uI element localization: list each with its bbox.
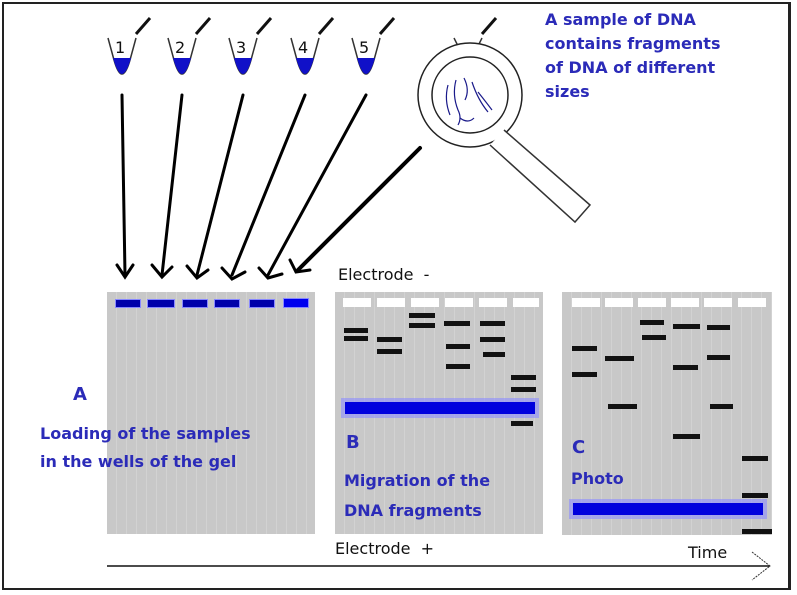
diagram-frame [2, 2, 791, 590]
dna-band [480, 321, 505, 326]
dna-band [605, 356, 634, 361]
dna-band [480, 337, 505, 342]
gel-texture [562, 292, 772, 535]
dna-band [742, 529, 772, 534]
tube-label-2: 2 [175, 38, 186, 57]
dna-band [640, 320, 664, 325]
tube-label-4: 4 [298, 38, 309, 57]
dna-band [673, 365, 698, 370]
dna-band [377, 349, 402, 354]
caption-line: A sample of DNA [545, 10, 696, 29]
dna-band [742, 493, 768, 498]
caption-line: of DNA of different [545, 58, 716, 77]
well [738, 298, 766, 307]
electrode-positive-label: Electrode + [335, 539, 435, 558]
caption-line: sizes [545, 82, 590, 101]
gel-panel-b [335, 292, 543, 534]
caption-line: in the wells of the gel [40, 452, 237, 471]
panel-a-letter: A [73, 384, 87, 405]
loaded-well [249, 299, 275, 308]
dna-band [511, 375, 536, 380]
tube-4 [290, 17, 335, 75]
dna-band [642, 335, 666, 340]
loaded-well [283, 298, 309, 308]
dna-band [707, 325, 730, 330]
dna-band [446, 364, 470, 369]
dna-band [344, 336, 368, 341]
tube-label-3: 3 [236, 38, 247, 57]
panel-b-caption: Migration of the DNA fragments [344, 466, 490, 526]
dna-band [446, 344, 470, 349]
dna-band [572, 346, 597, 351]
panel-c-caption: Photo [571, 469, 624, 488]
dna-band [409, 313, 435, 318]
caption-line: Migration of the [344, 471, 491, 490]
caption-line: DNA fragments [344, 501, 482, 520]
panel-c-letter: C [572, 437, 586, 458]
tube-6-partial [453, 17, 498, 47]
sample-caption: A sample of DNA contains fragments of DN… [545, 8, 720, 104]
tube-1 [107, 17, 152, 75]
well [479, 298, 507, 307]
loaded-well [214, 299, 240, 308]
well [513, 298, 539, 307]
loading-dye-front [573, 503, 763, 515]
dna-band [511, 421, 533, 426]
well [343, 298, 371, 307]
tube-3 [228, 17, 273, 75]
well [377, 298, 405, 307]
well [605, 298, 633, 307]
tube-2 [167, 17, 212, 75]
panel-a-caption: Loading of the samples in the wells of t… [40, 420, 251, 476]
caption-line: Photo [571, 469, 624, 488]
electrode-negative-label: Electrode - [338, 265, 430, 284]
dna-band [707, 355, 730, 360]
dna-band [377, 337, 402, 342]
tube-label-5: 5 [359, 38, 370, 57]
caption-line: contains fragments [545, 34, 721, 53]
dna-band [344, 328, 368, 333]
well [671, 298, 699, 307]
dna-fragments-icon [445, 77, 493, 126]
gel-panel-a [107, 292, 315, 534]
dna-band [608, 404, 637, 409]
dna-band [673, 434, 700, 439]
dna-band [511, 387, 536, 392]
well [704, 298, 732, 307]
tube-5 [351, 17, 396, 75]
dna-band [742, 456, 768, 461]
well [638, 298, 666, 307]
time-axis [107, 551, 771, 581]
well [411, 298, 439, 307]
well [572, 298, 600, 307]
tube-label-1: 1 [115, 38, 126, 57]
gel-texture [107, 292, 315, 534]
panel-b-letter: B [346, 432, 360, 453]
gel-panel-c [562, 292, 772, 535]
dna-band [710, 404, 733, 409]
caption-line: Loading of the samples [40, 424, 251, 443]
loading-arrows [115, 93, 422, 281]
dna-band [409, 323, 435, 328]
dna-band [673, 324, 700, 329]
dna-band [572, 372, 597, 377]
loaded-well [115, 299, 141, 308]
magnifier-icon [417, 42, 592, 224]
loading-dye-front [345, 402, 535, 414]
loaded-well [182, 299, 208, 308]
well [445, 298, 473, 307]
dna-band [444, 321, 470, 326]
time-label: Time [688, 543, 728, 562]
dna-band [483, 352, 505, 357]
loaded-well [147, 299, 175, 308]
